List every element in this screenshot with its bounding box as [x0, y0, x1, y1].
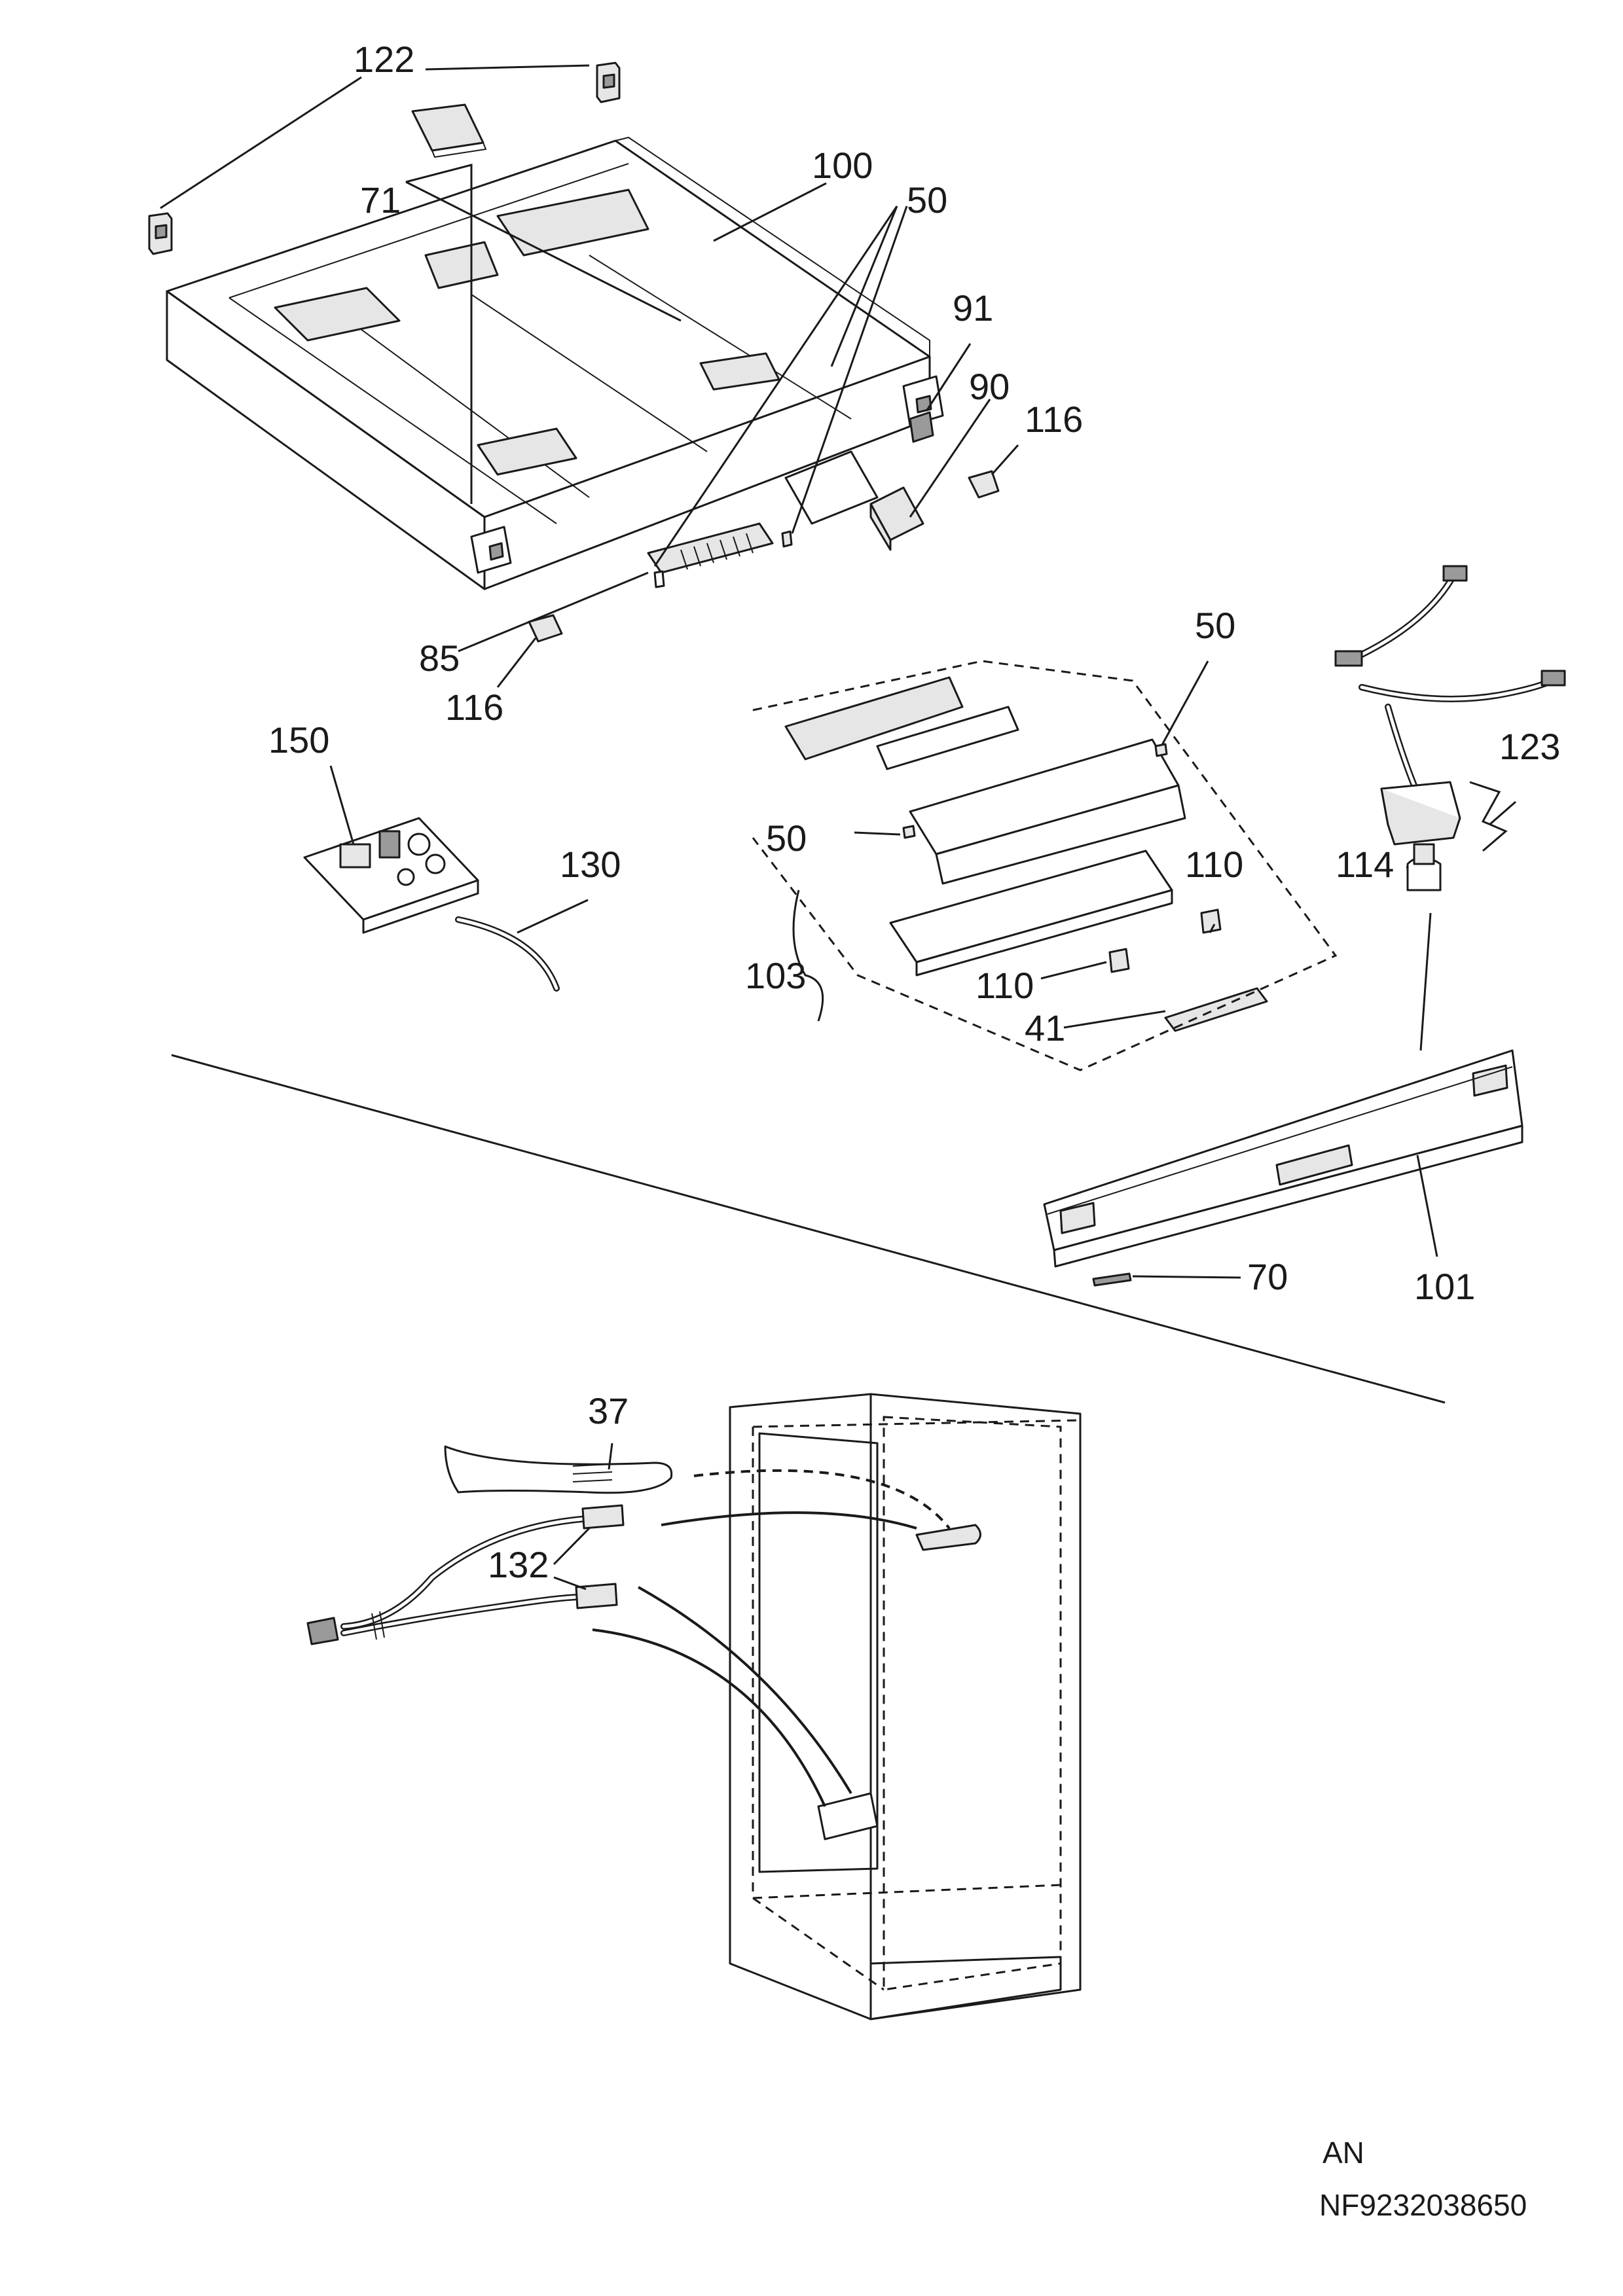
part-116-clip-right — [968, 470, 1000, 499]
part-150-power-board — [303, 817, 479, 934]
callout-132: 132 — [488, 1544, 549, 1585]
callout-37: 37 — [588, 1390, 629, 1431]
arrow-37-install — [693, 1469, 951, 1530]
callout-85: 85 — [419, 637, 460, 679]
callout-110: 110 — [976, 965, 1034, 1006]
callout-122: 122 — [354, 39, 414, 80]
variant-code: AN — [1322, 2136, 1364, 2170]
appliance-cabinet — [729, 1393, 1082, 2020]
part-130-cable — [455, 916, 560, 992]
callout-50: 50 — [766, 817, 807, 859]
section-divider — [171, 1054, 1446, 1404]
arrow-132-install-clip — [592, 1628, 826, 1807]
callout-114: 114 — [1336, 844, 1394, 885]
part-122-clip-left — [148, 212, 173, 255]
part-85-connector-strip — [647, 522, 774, 588]
part-100-top-plate — [166, 136, 944, 590]
arrow-132-install-upper — [661, 1511, 917, 1530]
part-122-clip-right — [596, 62, 621, 103]
drawing-number: NF9232038650 — [1319, 2188, 1527, 2222]
callout-41: 41 — [1025, 1007, 1065, 1049]
part-90-transformer — [784, 450, 924, 551]
callout-90: 90 — [969, 366, 1010, 407]
callout-91: 91 — [953, 287, 993, 329]
part-70-label-strip — [1092, 1272, 1132, 1287]
callout-labels: 122 71 100 50 91 90 116 85 116 50 123 15… — [268, 39, 1560, 1585]
part-50-pin-top — [781, 530, 793, 548]
callout-100: 100 — [812, 145, 873, 186]
callout-101: 101 — [1414, 1266, 1475, 1307]
callout-123: 123 — [1499, 726, 1560, 767]
callout-103: 103 — [745, 955, 806, 996]
callout-70: 70 — [1247, 1256, 1288, 1297]
arrow-132-install-lower — [638, 1586, 852, 1795]
sensor-clip-installed — [817, 1792, 879, 1840]
sensor-holder-installed — [915, 1524, 981, 1551]
part-114-lamp-bulb — [1406, 843, 1442, 891]
part-101-control-panel — [1043, 1049, 1523, 1268]
callout-116: 116 — [1025, 399, 1083, 440]
callout-116: 116 — [445, 687, 503, 728]
callout-150: 150 — [268, 719, 329, 761]
module-group-outline — [752, 660, 1338, 1071]
footer: AN NF9232038650 — [1319, 2136, 1527, 2222]
callout-71: 71 — [360, 179, 401, 221]
part-91-socket — [909, 411, 934, 443]
part-37-sensor-holder — [444, 1445, 673, 1494]
callout-50: 50 — [1195, 605, 1235, 646]
part-132-sensor-cable — [306, 1504, 625, 1645]
leader-lines — [160, 64, 1516, 1590]
part-71-cover — [411, 103, 487, 158]
part-116-clip-left — [528, 614, 563, 643]
part-123-lamp-harness — [1334, 565, 1566, 846]
callout-50: 50 — [907, 179, 947, 221]
callout-110: 110 — [1185, 844, 1243, 885]
callout-130: 130 — [560, 844, 621, 885]
